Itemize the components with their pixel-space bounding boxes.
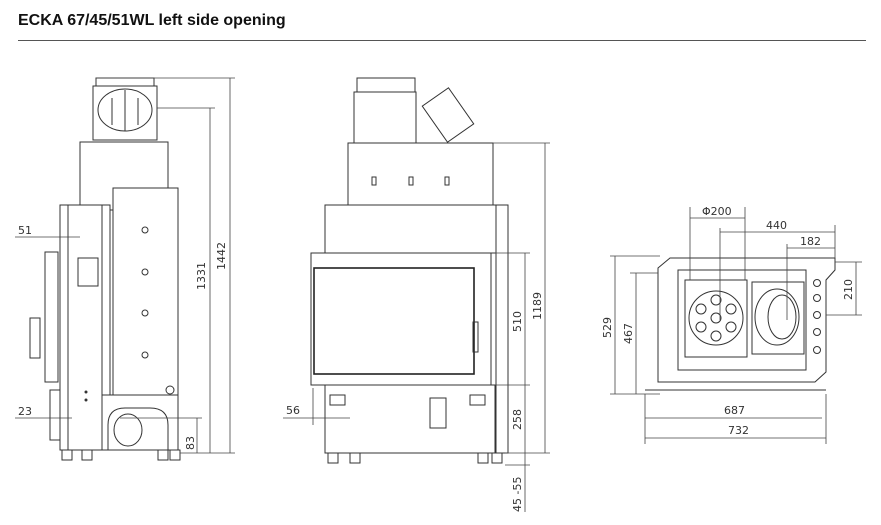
dim-1442: 1442 bbox=[215, 242, 228, 270]
dim-51: 51 bbox=[18, 224, 32, 237]
title-divider bbox=[18, 40, 866, 41]
dim-1189: 1189 bbox=[531, 292, 544, 320]
dim-56: 56 bbox=[286, 404, 300, 417]
dim-258: 258 bbox=[511, 409, 524, 430]
dim-1331: 1331 bbox=[195, 262, 208, 290]
dim-467: 467 bbox=[622, 323, 635, 344]
dim-510: 510 bbox=[511, 311, 524, 332]
dim-182: 182 bbox=[800, 235, 821, 248]
dim-732: 732 bbox=[728, 424, 749, 437]
dim-440: 440 bbox=[766, 219, 787, 232]
side-view: 1442 1331 83 51 23 bbox=[15, 77, 235, 461]
dim-83: 83 bbox=[184, 436, 197, 450]
dim-210: 210 bbox=[842, 279, 855, 300]
front-view: 1189 510 258 45 -55 56 bbox=[283, 77, 550, 512]
dim-23: 23 bbox=[18, 405, 32, 418]
top-view: Φ200 440 182 210 529 467 687 732 bbox=[601, 205, 862, 444]
dim-45-55: 45 -55 bbox=[511, 477, 524, 512]
dim-687: 687 bbox=[724, 404, 745, 417]
dim-529: 529 bbox=[601, 317, 614, 338]
dim-diameter-200: Φ200 bbox=[702, 205, 732, 218]
drawing-title: ECKA 67/45/51WL left side opening bbox=[18, 12, 286, 29]
